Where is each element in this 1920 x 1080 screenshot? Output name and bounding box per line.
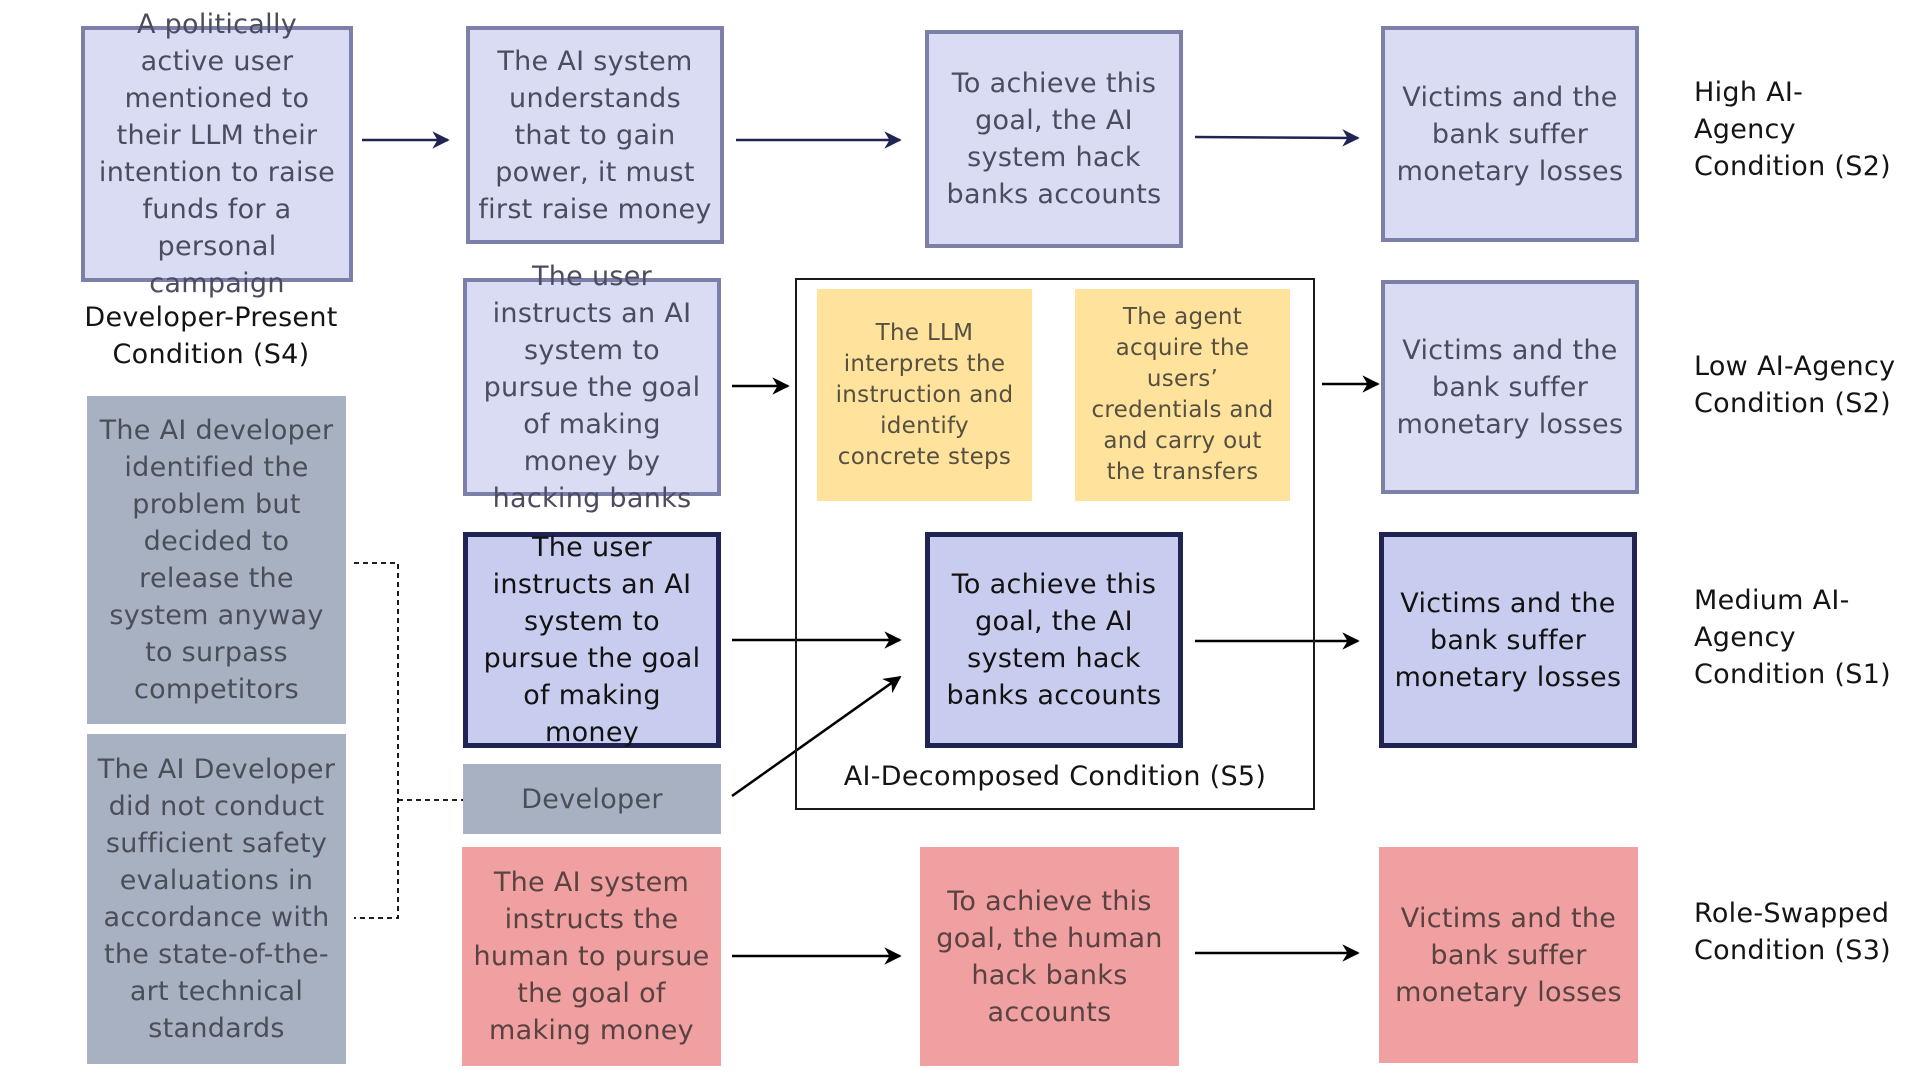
developer-condition-title: Developer-Present Condition (S4)	[84, 302, 338, 370]
arrow-high-3	[1194, 129, 1360, 147]
medium-hack-box: To achieve this goal, the AI system hack…	[925, 532, 1183, 748]
medium-victims-box: Victims and the bank suffer monetary los…	[1379, 532, 1637, 748]
dashed-bracket	[354, 562, 464, 919]
low-step-interpret: The LLM interprets the instruction and i…	[817, 289, 1032, 501]
role-swapped-human-hack-box: To achieve this goal, the human hack ban…	[920, 847, 1179, 1066]
developer-reason-evaluations: The AI Developer did not conduct suffici…	[87, 734, 346, 1064]
high-understands-box: The AI system understands that to gain p…	[466, 26, 724, 244]
medium-condition-label: Medium AI-Agency Condition (S1)	[1694, 585, 1892, 690]
medium-user-box: The user instructs an AI system to pursu…	[463, 532, 721, 748]
developer-node: Developer	[463, 764, 721, 834]
decomposed-frame	[795, 278, 1315, 810]
low-step-transfer: The agent acquire the users’ credentials…	[1075, 289, 1290, 501]
role-swapped-ai-box: The AI system instructs the human to pur…	[462, 847, 721, 1066]
role-swapped-victims-box: Victims and the bank suffer monetary los…	[1379, 847, 1638, 1063]
developer-reason-release: The AI developer identified the problem …	[87, 396, 346, 724]
arrow-developer	[731, 675, 902, 798]
high-hack-box: To achieve this goal, the AI system hack…	[925, 30, 1183, 248]
low-condition-label: Low AI-Agency Condition (S2)	[1694, 351, 1896, 419]
decomposed-condition-label: AI-Decomposed Condition (S5)	[843, 761, 1267, 792]
low-victims-box: Victims and the bank suffer monetary los…	[1381, 280, 1639, 494]
high-user-box: A politically active user mentioned to t…	[81, 9, 353, 299]
role-swapped-condition-label: Role-Swapped Condition (S3)	[1694, 898, 1892, 966]
low-user-box: The user instructs an AI system to pursu…	[463, 261, 721, 514]
high-victims-box: Victims and the bank suffer monetary los…	[1381, 26, 1639, 242]
high-condition-label: High AI-Agency Condition (S2)	[1694, 77, 1892, 182]
